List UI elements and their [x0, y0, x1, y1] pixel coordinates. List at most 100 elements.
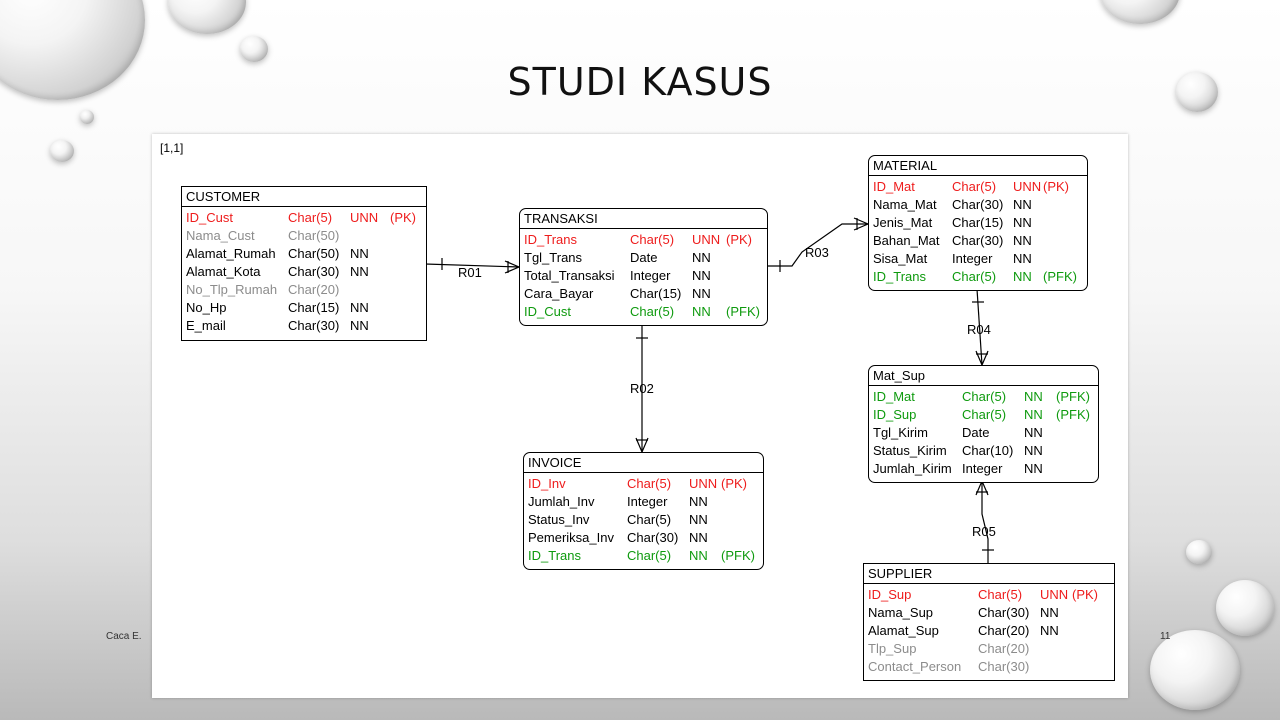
attribute-type: Date: [962, 425, 990, 440]
attribute-key: (PFK): [726, 304, 760, 319]
attribute-null: NN: [1013, 197, 1032, 212]
attribute-name: ID_Trans: [524, 232, 577, 247]
attribute-row[interactable]: ID_Cust Char(5) NN (PFK): [520, 303, 767, 321]
attribute-row[interactable]: Alamat_Sup Char(20) NN: [864, 622, 1114, 640]
attribute-row[interactable]: Jumlah_Inv Integer NN: [524, 493, 763, 511]
attribute-type: Char(20): [978, 623, 1030, 638]
attribute-name: Jumlah_Inv: [528, 494, 595, 509]
attribute-type: Char(50): [288, 228, 340, 243]
attribute-type: Char(30): [952, 197, 1004, 212]
attribute-type: Char(5): [627, 548, 672, 563]
attribute-name: Alamat_Rumah: [186, 246, 276, 261]
attribute-name: Alamat_Sup: [868, 623, 939, 638]
attribute-type: Char(30): [978, 605, 1030, 620]
attribute-type: Char(15): [288, 300, 340, 315]
entity-name: TRANSAKSI: [520, 209, 767, 229]
attribute-row[interactable]: Nama_Mat Char(30) NN: [869, 196, 1087, 214]
attribute-key: (PK): [721, 476, 747, 491]
attribute-name: Tgl_Trans: [524, 250, 583, 265]
attribute-name: ID_Cust: [186, 210, 233, 225]
attribute-name: Sisa_Mat: [873, 251, 928, 266]
attribute-name: ID_Cust: [524, 304, 571, 319]
entity-name: SUPPLIER: [864, 564, 1114, 584]
attribute-null: NN: [350, 264, 369, 279]
attribute-key: (PK): [390, 210, 416, 225]
attribute-type: Char(5): [962, 389, 1007, 404]
attribute-null: UNN: [689, 476, 718, 491]
attribute-null: NN: [689, 530, 708, 545]
relationship-line: [981, 481, 989, 563]
attribute-null: UNN: [692, 232, 721, 247]
relationship-line: [424, 263, 520, 268]
attribute-key: (PK): [1043, 179, 1069, 194]
attribute-type: Char(30): [288, 264, 340, 279]
water-drop: [168, 0, 246, 34]
attribute-name: ID_Mat: [873, 389, 915, 404]
attribute-key: (PFK): [1056, 389, 1090, 404]
attribute-type: Char(50): [288, 246, 340, 261]
attribute-name: ID_Trans: [873, 269, 926, 284]
attribute-null: NN: [689, 512, 708, 527]
attribute-name: ID_Sup: [873, 407, 917, 422]
attribute-type: Char(30): [952, 233, 1004, 248]
water-drop: [240, 36, 268, 62]
attribute-name: Cara_Bayar: [524, 286, 594, 301]
attribute-type: Char(30): [627, 530, 679, 545]
attribute-null: NN: [689, 494, 708, 509]
attribute-name: Tgl_Kirim: [873, 425, 928, 440]
relation-label-r03: R03: [805, 245, 829, 260]
attribute-type: Integer: [952, 251, 993, 266]
attribute-name: Nama_Mat: [873, 197, 937, 212]
attribute-null: NN: [1013, 215, 1032, 230]
attribute-key: (PFK): [1043, 269, 1077, 284]
attribute-row[interactable]: Alamat_Rumah Char(50) NN: [182, 245, 426, 263]
attribute-name: ID_Trans: [528, 548, 581, 563]
entity-name: Mat_Sup: [869, 366, 1098, 386]
attribute-type: Char(5): [630, 304, 675, 319]
attribute-null: NN: [1040, 623, 1059, 638]
attribute-type: Integer: [627, 494, 668, 509]
attribute-null: NN: [692, 304, 711, 319]
footer-author: Caca E.: [106, 631, 142, 642]
attribute-null: UNN: [350, 210, 379, 225]
attribute-null: NN: [350, 246, 369, 261]
attribute-type: Char(5): [962, 407, 1007, 422]
attribute-type: Char(20): [288, 282, 340, 297]
attribute-name: ID_Inv: [528, 476, 566, 491]
